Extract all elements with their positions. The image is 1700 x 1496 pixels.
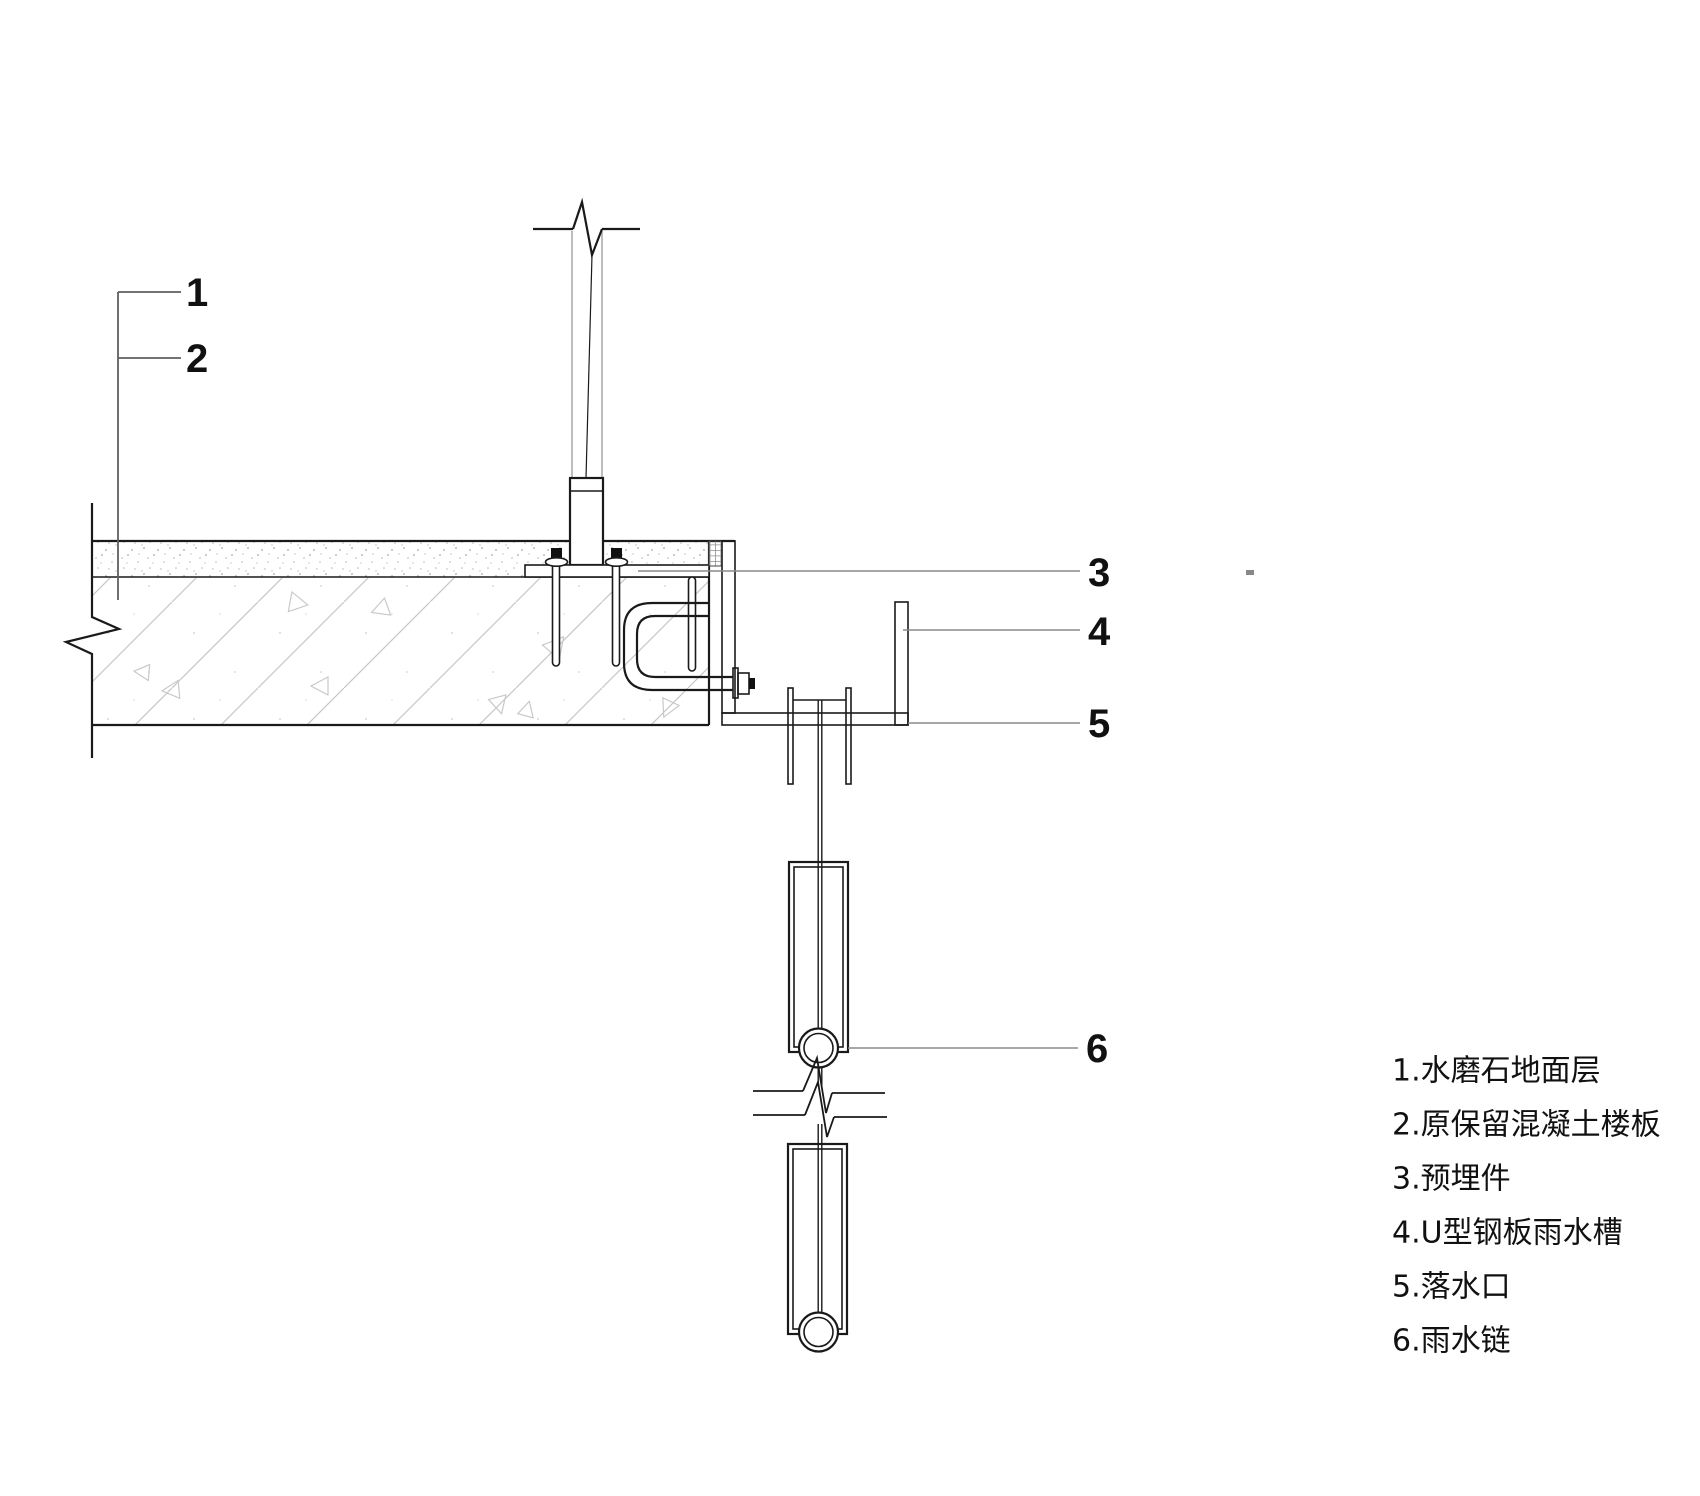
legend: 1.水磨石地面层 2.原保留混凝土楼板 3.预埋件 4.U型钢板雨水槽 5.落水… [1392, 1054, 1661, 1359]
callout-5: 5 [1088, 702, 1110, 746]
embedded-plate-assembly [524, 548, 755, 699]
chain-link-2 [786, 1142, 849, 1353]
stray-mark [1246, 570, 1254, 575]
floor-slab [62, 503, 735, 758]
u-hook-inner [635, 614, 733, 679]
anchor-bolt-1 [544, 548, 569, 667]
legend-item-4: 4.U型钢板雨水槽 [1392, 1216, 1623, 1251]
chain-break-symbol [753, 1054, 887, 1138]
concrete-aggregate-triangles [132, 590, 681, 719]
callout-numbers: 1 2 3 4 5 6 [186, 271, 1111, 1071]
through-bolt-nut [737, 672, 750, 695]
anchor-bolt-2-shaft [611, 561, 621, 667]
legend-item-2: 2.原保留混凝土楼板 [1392, 1108, 1661, 1143]
anchor-bolt-2 [604, 548, 629, 667]
anchor-bolt-1-shaft [551, 561, 561, 667]
anchor-bolt-2-washer [604, 556, 629, 567]
callout-leaders-right [638, 570, 1080, 1049]
rear-anchor-rod [687, 576, 697, 672]
anchor-bolt-1-head [551, 548, 562, 560]
legend-item-3: 3.预埋件 [1392, 1162, 1511, 1197]
legend-item-6: 6.雨水链 [1392, 1324, 1511, 1359]
post-base-sleeve [568, 476, 605, 567]
callout-4: 4 [1088, 610, 1111, 654]
callout-3: 3 [1088, 551, 1110, 595]
outlet-wall-left [787, 687, 794, 785]
callout-1: 1 [186, 271, 208, 315]
post-center-line [585, 254, 593, 479]
gutter-assembly [708, 540, 909, 726]
slab-left-edge-break-line [62, 503, 123, 758]
post-edges [571, 231, 603, 477]
chain-rod [817, 700, 823, 1313]
post-assembly [533, 197, 640, 567]
chain-ring-2-outer [797, 1311, 840, 1353]
anchor-bolt-1-washer [544, 556, 569, 567]
through-bolt-tip [749, 678, 755, 689]
callout-2: 2 [186, 337, 208, 381]
callout-leaders-left [117, 291, 181, 600]
callout-6: 6 [1086, 1027, 1108, 1071]
chain-ring-2-inner [803, 1316, 834, 1348]
u-hook-outer [622, 601, 733, 692]
concrete-slab-hatch [93, 578, 708, 724]
legend-item-5: 5.落水口 [1392, 1270, 1511, 1305]
anchor-bolt-2-head [611, 548, 622, 560]
post-break-zigzag [571, 197, 604, 260]
outlet [787, 687, 852, 785]
grout-grid-block [708, 540, 723, 567]
rain-chain [753, 700, 887, 1353]
outlet-wall-right [845, 687, 852, 785]
gutter-right-plate [894, 601, 909, 726]
legend-item-1: 1.水磨石地面层 [1392, 1054, 1601, 1089]
gutter-bottom-plate [721, 712, 909, 726]
